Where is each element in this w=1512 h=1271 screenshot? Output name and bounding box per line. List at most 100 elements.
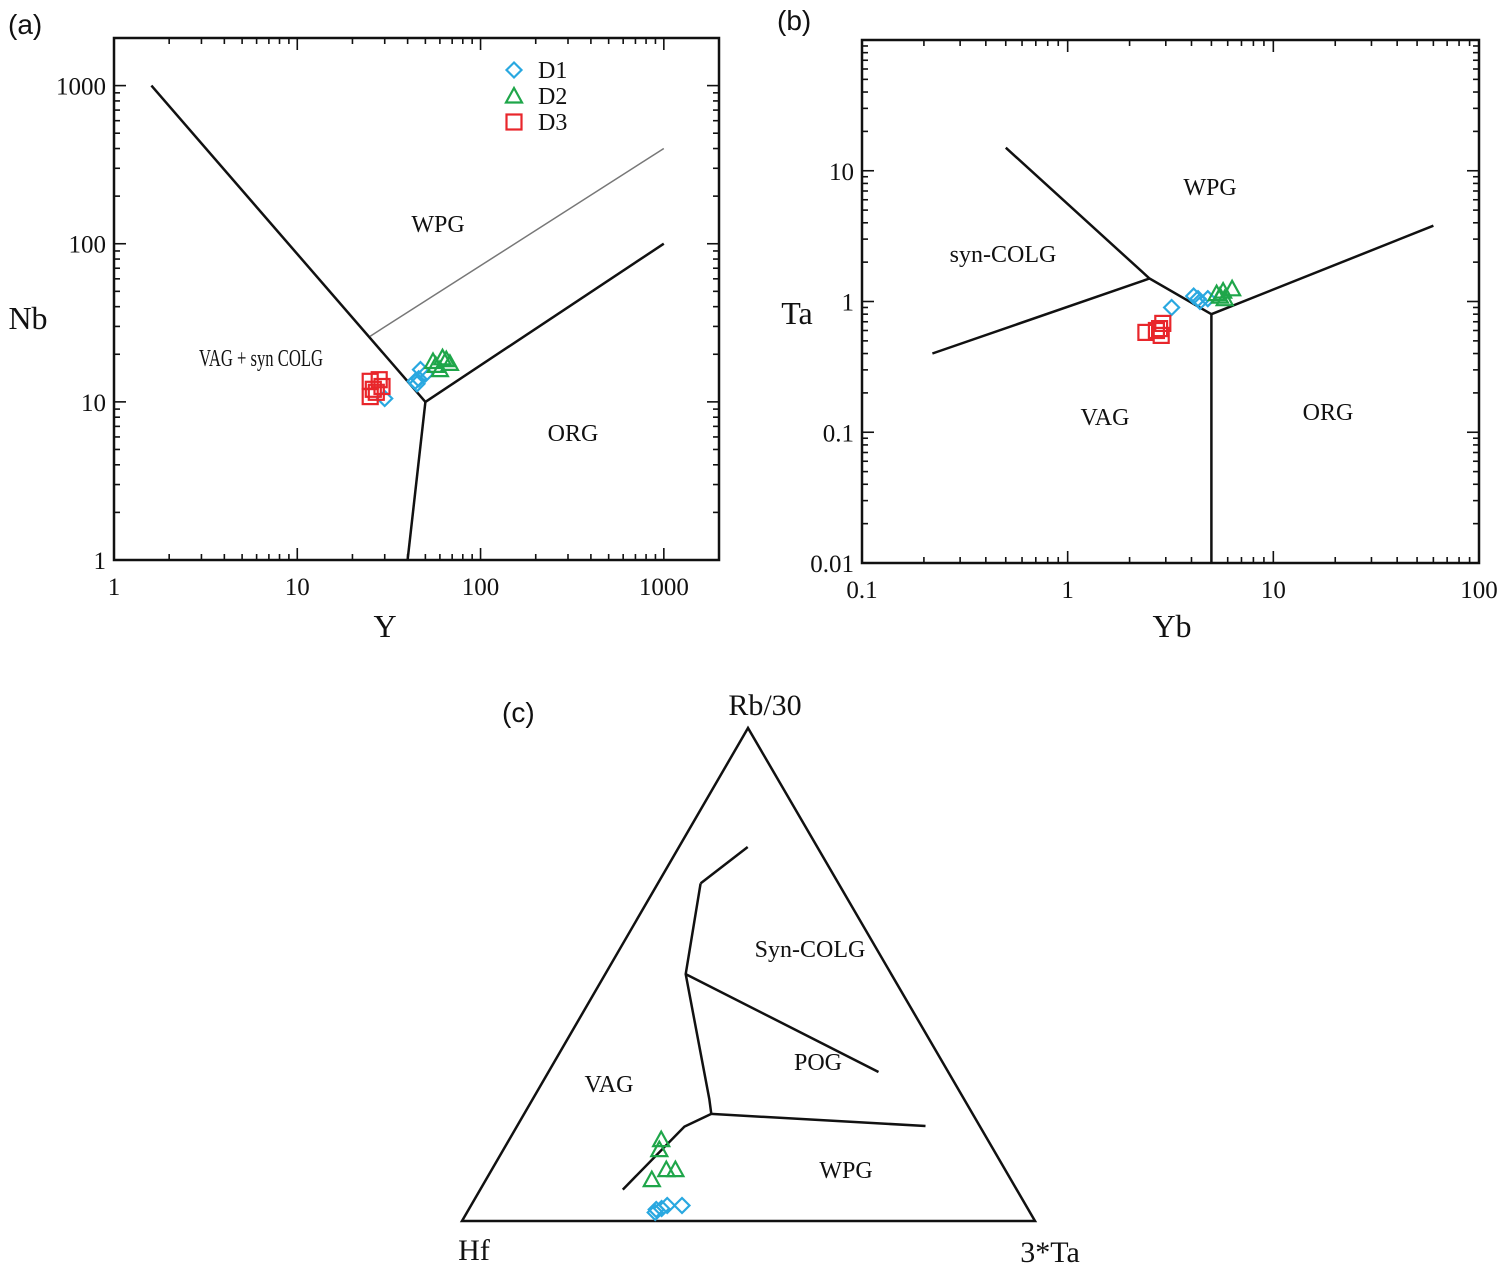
y-tick-label: 10 xyxy=(829,159,854,186)
field-boundaries xyxy=(931,146,1434,563)
data-point-d3 xyxy=(1152,326,1170,344)
data-point-d2 xyxy=(1222,278,1242,297)
series-d2 xyxy=(641,1129,686,1188)
series-d2 xyxy=(423,347,460,378)
data-point-d1 xyxy=(407,374,427,393)
panel-c-region-labels: Syn-COLG POG VAG WPG xyxy=(585,937,873,1184)
field-boundary xyxy=(699,846,749,885)
tick-labels: 1 10 100 1000 1 10 100 1000 xyxy=(56,74,689,601)
series-d2 xyxy=(1206,278,1242,307)
y-tick-label: 1000 xyxy=(56,74,106,101)
region-label-org: ORG xyxy=(1303,400,1354,426)
y-axis-label: Ta xyxy=(781,295,813,331)
data-point-d1 xyxy=(1162,298,1181,317)
field-boundaries xyxy=(150,84,665,561)
plot-frame xyxy=(112,36,721,562)
panel-b-region-labels: syn-COLG WPG VAG ORG xyxy=(950,175,1354,431)
x-tick-label: 1000 xyxy=(639,574,689,601)
data-point-d2 xyxy=(1206,283,1227,302)
field-boundary xyxy=(711,1112,926,1128)
data-point-d2 xyxy=(1210,285,1230,304)
vertex-label-left: Hf xyxy=(458,1234,490,1267)
data-point-d2 xyxy=(425,355,446,373)
region-label-wpg: WPG xyxy=(1183,175,1236,201)
panel-b-letter: (b) xyxy=(777,5,811,36)
panel-a-letter: (a) xyxy=(8,9,42,40)
data-point-d2 xyxy=(641,1169,662,1188)
data-point-d1 xyxy=(646,1203,665,1222)
data-point-d2 xyxy=(436,349,457,368)
y-tick-label: 1 xyxy=(94,548,107,575)
x-tick-label: 1 xyxy=(108,574,121,601)
y-tick-label: 0.1 xyxy=(823,420,854,447)
vertex-label-right: 3*Ta xyxy=(1020,1236,1080,1269)
region-label-vag: VAG xyxy=(1081,405,1130,431)
y-axis-label: Nb xyxy=(8,300,47,336)
field-boundary xyxy=(931,277,1150,355)
field-boundary xyxy=(621,1112,712,1191)
y-tick-label: 100 xyxy=(69,232,107,259)
region-label-org: ORG xyxy=(548,421,599,447)
series-d3 xyxy=(1137,314,1172,344)
data-point-d2 xyxy=(430,359,450,378)
field-boundary xyxy=(150,84,427,403)
field-boundary xyxy=(685,972,880,1074)
data-point-d2 xyxy=(440,353,460,371)
region-label-vag: VAG xyxy=(585,1072,634,1098)
x-tick-label: 100 xyxy=(1460,577,1498,604)
x-axis-label: Y xyxy=(373,608,396,644)
legend-label-d1: D1 xyxy=(538,58,567,84)
field-boundary xyxy=(1210,224,1434,316)
data-point-d1 xyxy=(658,1196,677,1215)
region-label-wpg: WPG xyxy=(411,212,464,238)
x-tick-label: 10 xyxy=(1261,577,1286,604)
x-tick-label: 0.1 xyxy=(846,577,877,604)
field-boundary xyxy=(1004,146,1213,316)
vertex-label-top: Rb/30 xyxy=(728,689,801,722)
data-point-d3 xyxy=(373,377,391,396)
series-d1 xyxy=(1162,287,1217,317)
panel-a-region-labels: WPG VAG + syn COLG ORG xyxy=(199,212,598,447)
legend-label-d2: D2 xyxy=(538,84,567,110)
legend-label-d3: D3 xyxy=(538,110,567,136)
field-boundary xyxy=(684,883,713,1115)
y-tick-label: 10 xyxy=(81,390,106,417)
data-point-d1 xyxy=(1188,289,1208,308)
data-point-d2 xyxy=(1214,288,1235,307)
region-label-syn-colg: syn-COLG xyxy=(950,242,1057,268)
axis-ticks xyxy=(861,39,1480,564)
x-axis-label: Yb xyxy=(1152,608,1191,644)
data-point-d1 xyxy=(672,1196,692,1215)
series-d3 xyxy=(361,371,391,406)
field-boundaries xyxy=(621,846,926,1191)
data-point-d3 xyxy=(1147,321,1166,340)
y-tick-label: 1 xyxy=(842,290,855,317)
field-boundary xyxy=(424,242,665,403)
legend-marker-d1 xyxy=(504,60,524,80)
data-point-d3 xyxy=(361,388,379,406)
thin-field-boundary xyxy=(369,147,665,337)
legend-marker-d3 xyxy=(505,113,523,131)
data-point-d2 xyxy=(649,1139,670,1158)
y-tick-label: 0.01 xyxy=(810,551,854,578)
panel-c-letter: (c) xyxy=(502,697,535,728)
region-label-syn-colg: Syn-COLG xyxy=(755,937,866,963)
axis-ticks xyxy=(113,37,720,561)
field-boundary xyxy=(406,401,427,561)
legend-marker-d2 xyxy=(504,85,524,104)
x-tick-label: 100 xyxy=(462,574,500,601)
data-point-d2 xyxy=(665,1159,686,1178)
data-point-d3 xyxy=(367,383,385,401)
region-label-vag-syn-colg: VAG + syn COLG xyxy=(199,346,323,372)
panel-c-ternary: (c) Rb/30 Hf 3*Ta Syn-COLG POG VAG WPG xyxy=(458,689,1080,1269)
x-tick-label: 10 xyxy=(285,574,310,601)
series-d1 xyxy=(646,1196,692,1222)
ternary-triangle xyxy=(459,725,1038,1223)
region-label-pog: POG xyxy=(794,1050,842,1076)
region-label-wpg: WPG xyxy=(819,1158,872,1184)
